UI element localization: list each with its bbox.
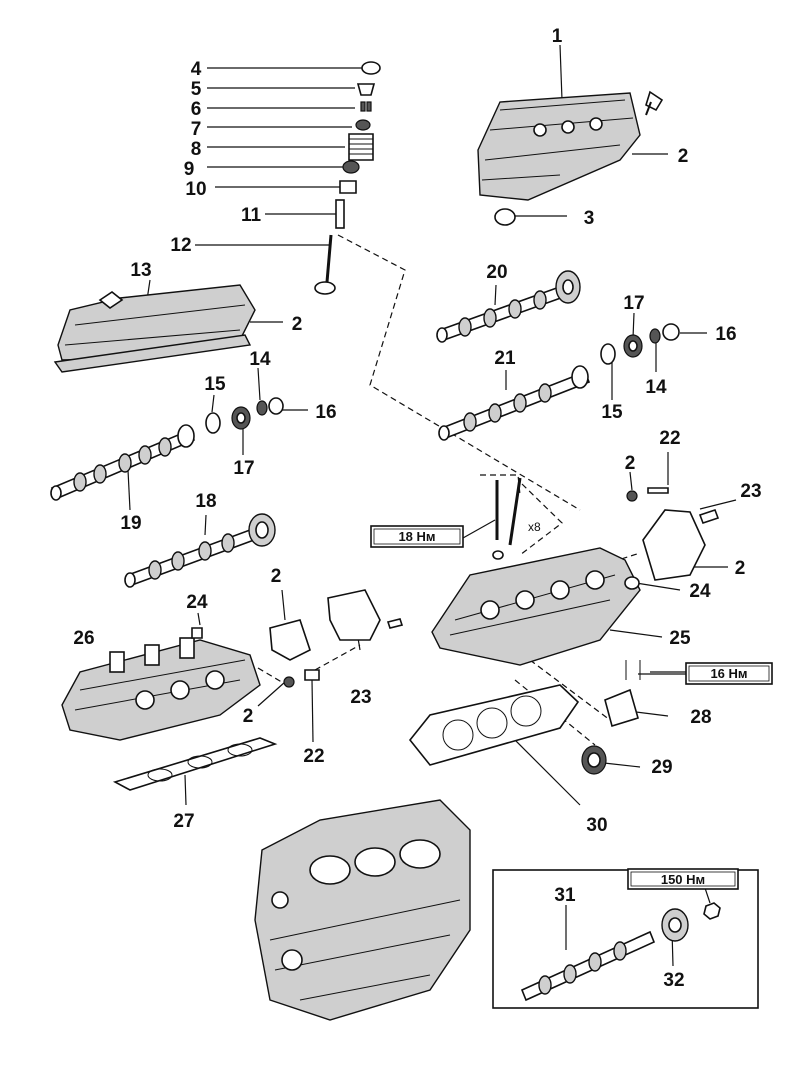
torque-box-16: 16 Нм <box>685 662 773 685</box>
bolt-multiplier: x8 <box>528 520 541 534</box>
oil-filler-seal <box>494 208 516 226</box>
callout-18: 18 <box>195 491 216 512</box>
callout-10: 10 <box>185 179 206 200</box>
callout-8: 8 <box>191 139 202 160</box>
callout-2: 2 <box>292 314 303 335</box>
torque-box-18: 18 Нм <box>370 525 464 548</box>
callout-23: 23 <box>350 687 371 708</box>
right-cylinder-head <box>431 477 720 666</box>
callout-2: 2 <box>678 146 689 167</box>
camshaft-19 <box>50 424 196 501</box>
callout-23: 23 <box>740 481 761 502</box>
valve-parts <box>314 61 381 295</box>
torque-label-150: 150 Нм <box>661 872 705 887</box>
torque-box-150: 150 Нм <box>627 868 739 890</box>
valve-spring-retainer <box>356 83 376 96</box>
callout-31: 31 <box>554 885 576 906</box>
torque-label-18: 18 Нм <box>398 529 435 544</box>
valve-guide <box>335 199 345 229</box>
callout-6: 6 <box>191 99 202 120</box>
gear-nut <box>703 902 721 920</box>
bearing-cap-28 <box>604 660 641 728</box>
valve-guide-seat <box>339 180 357 194</box>
detail-box <box>492 869 759 1009</box>
callout-17: 17 <box>233 458 254 479</box>
callout-26: 26 <box>73 628 94 649</box>
valve-spring <box>348 133 374 161</box>
callout-13: 13 <box>130 260 151 281</box>
callout-3: 3 <box>584 208 595 229</box>
callout-16: 16 <box>715 324 736 345</box>
callout-2: 2 <box>735 558 746 579</box>
callout-14: 14 <box>645 377 667 398</box>
callout-2: 2 <box>625 453 636 474</box>
callout-4: 4 <box>191 59 202 80</box>
callout-17: 17 <box>623 293 644 314</box>
callout-15: 15 <box>204 374 226 395</box>
callout-20: 20 <box>486 262 507 283</box>
callout-2: 2 <box>271 566 282 587</box>
valve-spring-seat-top <box>355 119 371 131</box>
left-cylinder-head <box>61 589 404 741</box>
engine-block <box>254 799 471 1021</box>
callout-2: 2 <box>243 706 254 727</box>
callout-15: 15 <box>601 402 623 423</box>
callout-24: 24 <box>689 581 711 602</box>
callout-7: 7 <box>191 119 202 140</box>
valve-keepers <box>360 101 372 112</box>
callout-24: 24 <box>186 592 208 613</box>
callout-22: 22 <box>659 428 680 449</box>
callout-16: 16 <box>315 402 336 423</box>
valve <box>314 234 336 295</box>
callout-30: 30 <box>586 815 607 836</box>
torque-label-16: 16 Нм <box>710 666 747 681</box>
callout-14: 14 <box>249 349 271 370</box>
camshaft-31 <box>520 930 656 1002</box>
left-cylinder-head-cover <box>53 284 256 373</box>
head-gasket-30 <box>408 684 580 766</box>
callout-21: 21 <box>494 348 516 369</box>
callout-5: 5 <box>191 79 202 100</box>
left-cam-bearings <box>205 397 284 434</box>
dashed-assembly-lines <box>257 234 641 746</box>
camshaft-20 <box>436 270 581 343</box>
callout-19: 19 <box>120 513 141 534</box>
right-cylinder-head-cover <box>477 90 664 226</box>
oil-seal-29 <box>581 745 607 775</box>
callout-numbers: 1 2 3 4 5 6 7 8 9 10 11 12 13 2 14 15 16… <box>73 26 761 991</box>
callout-11: 11 <box>241 205 262 226</box>
callout-29: 29 <box>651 757 672 778</box>
callout-12: 12 <box>170 235 191 256</box>
callout-32: 32 <box>663 970 684 991</box>
callout-27: 27 <box>173 811 194 832</box>
camshaft-gear-32 <box>661 908 689 942</box>
callout-22: 22 <box>303 746 324 767</box>
camshaft-18 <box>124 513 276 588</box>
callout-28: 28 <box>690 707 711 728</box>
camshaft-21 <box>438 323 680 441</box>
gasket-27 <box>112 737 278 791</box>
valve-stem-seal <box>342 160 360 174</box>
valve-cap <box>361 61 381 75</box>
callout-25: 25 <box>669 628 691 649</box>
callout-9: 9 <box>184 159 195 180</box>
callout-1: 1 <box>552 26 563 47</box>
